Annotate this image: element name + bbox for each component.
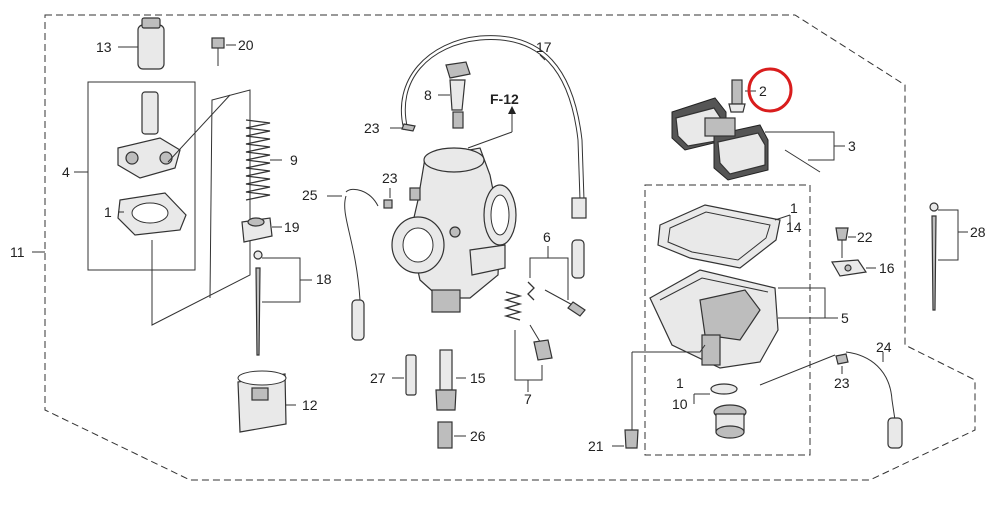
main-jet-icon <box>437 421 453 449</box>
callout-10: 10 <box>672 396 688 412</box>
callout-26: 26 <box>470 428 486 444</box>
screw-icon <box>211 37 225 66</box>
callout-11: 11 <box>10 244 25 260</box>
callout-7: 7 <box>524 391 532 407</box>
callout-22: 22 <box>857 229 873 245</box>
spring-icon <box>503 291 553 361</box>
callout-12: 12 <box>302 397 318 413</box>
callout-2: 2 <box>759 83 767 99</box>
screw-icon <box>527 281 586 317</box>
callout-9: 9 <box>290 152 298 168</box>
callout-27: 27 <box>370 370 386 386</box>
callout-6: 6 <box>543 229 551 245</box>
screw-icon <box>835 227 849 258</box>
needle-holder-icon <box>241 217 273 243</box>
assembly-boundary <box>44 14 976 481</box>
drain-plug-icon <box>713 404 747 439</box>
callout-19: 19 <box>284 219 300 235</box>
callout-13: 13 <box>96 39 112 55</box>
callout-4: 4 <box>62 164 70 180</box>
float-group-boundary <box>644 184 811 456</box>
throttle-valve-icon <box>237 370 287 433</box>
callout-21: 21 <box>588 438 604 454</box>
callout-3: 3 <box>848 138 856 154</box>
top-cover-icon <box>117 91 187 236</box>
callout-23: 23 <box>364 120 380 136</box>
callout-labels: 13 20 8 17 23 4 1 9 25 23 19 11 18 6 27 … <box>10 37 986 454</box>
callout-1-c: 1 <box>676 375 684 391</box>
callout-1: 1 <box>104 204 112 220</box>
top-cover-boundary <box>87 81 196 271</box>
callout-18: 18 <box>316 271 332 287</box>
screw-icon <box>624 344 706 449</box>
jet-needle-icon <box>929 202 939 311</box>
callout-23-c: 23 <box>834 375 850 391</box>
air-filter-icon <box>137 17 165 70</box>
jet-needle-icon <box>253 250 263 356</box>
needle-jet-icon <box>435 349 457 411</box>
callout-15: 15 <box>470 370 486 386</box>
callout-5: 5 <box>841 310 849 326</box>
callout-16: 16 <box>879 260 895 276</box>
float-icon <box>671 97 821 181</box>
o-ring-icon <box>710 383 738 395</box>
callout-20: 20 <box>238 37 254 53</box>
callout-1-b: 1 <box>790 200 798 216</box>
highlight-ring <box>747 67 793 113</box>
carburetor-body-icon <box>391 147 517 313</box>
float-bowl-icon <box>649 269 779 369</box>
clip-icon <box>401 123 416 132</box>
figure-reference: F-12 <box>490 91 519 107</box>
callout-17: 17 <box>536 39 552 55</box>
float-pin-icon <box>728 79 746 113</box>
vent-tube-icon <box>845 351 896 421</box>
callout-8: 8 <box>424 87 432 103</box>
callout-24: 24 <box>876 339 892 355</box>
vent-tube-icon <box>404 39 581 201</box>
callout-14: 14 <box>786 219 802 235</box>
callout-28: 28 <box>970 224 986 240</box>
spring-icon <box>245 119 271 201</box>
callout-23-b: 23 <box>382 170 398 186</box>
callout-25: 25 <box>302 187 318 203</box>
jet-icon <box>405 354 417 396</box>
vent-tube-icon <box>344 188 379 301</box>
adjust-screw-icon <box>445 61 471 129</box>
